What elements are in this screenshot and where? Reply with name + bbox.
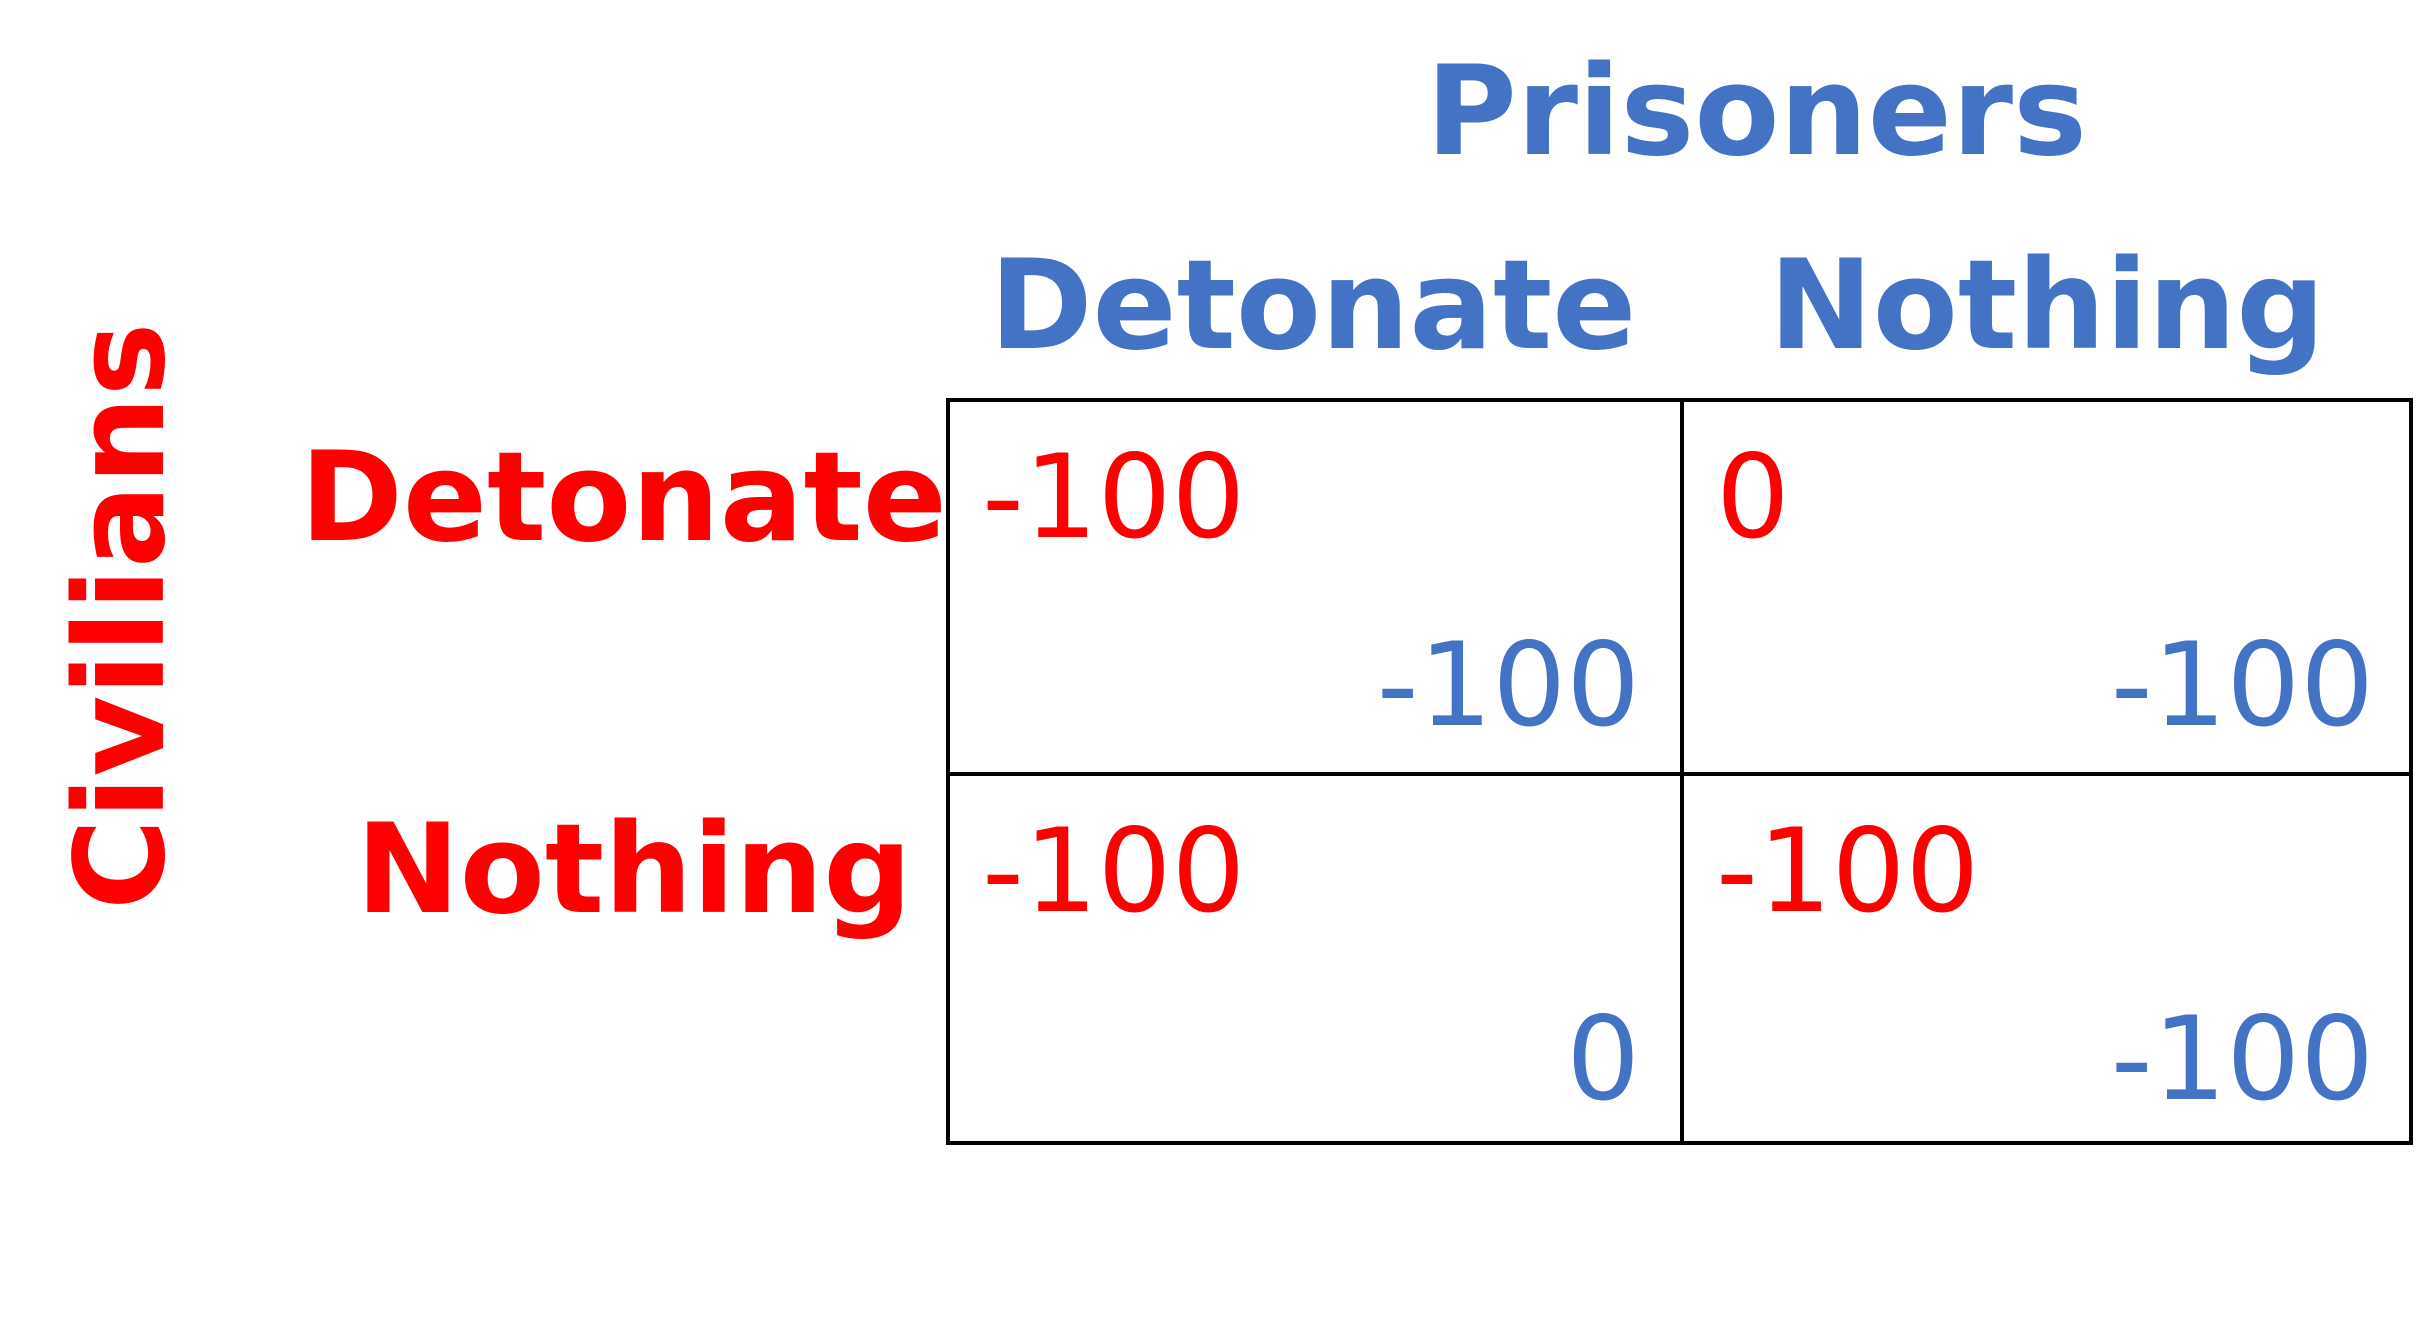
row-strategy-detonate: Detonate <box>300 426 947 570</box>
row-payoff: -100 <box>1716 804 1980 939</box>
cell-nothing-detonate: -100 0 <box>950 776 1680 1146</box>
column-strategy-detonate: Detonate <box>989 234 1637 378</box>
row-strategy-nothing: Nothing <box>355 798 912 942</box>
column-payoff: -100 <box>1376 618 1640 753</box>
row-payoff: -100 <box>982 430 1246 565</box>
grid-vertical-divider <box>1680 402 1684 1141</box>
row-payoff: 0 <box>1716 430 1790 565</box>
cell-detonate-detonate: -100 -100 <box>950 402 1680 772</box>
row-player-label: Civilians <box>49 322 193 910</box>
column-payoff: -100 <box>2110 618 2374 753</box>
column-strategy-nothing: Nothing <box>1768 234 2326 378</box>
grid-horizontal-divider <box>950 772 2409 776</box>
row-payoff: -100 <box>982 804 1246 939</box>
payoff-grid: -100 -100 0 -100 -100 0 -100 -100 <box>946 398 2413 1145</box>
cell-nothing-nothing: -100 -100 <box>1684 776 2414 1146</box>
column-player-label: Prisoners <box>1426 40 2087 184</box>
column-payoff: 0 <box>1566 992 1640 1127</box>
cell-detonate-nothing: 0 -100 <box>1684 402 2414 772</box>
column-payoff: -100 <box>2110 992 2374 1127</box>
